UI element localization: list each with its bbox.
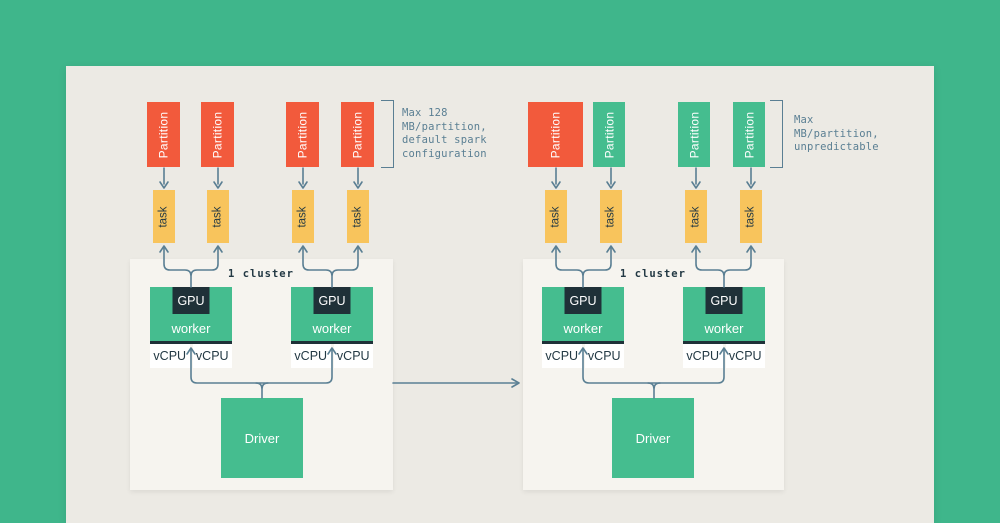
driver-label: Driver [635,430,671,446]
bracket-left-annotation [381,100,394,168]
worker-label: worker [312,321,352,336]
partition-label: Partition [295,111,310,158]
worker-body: GPU worker [683,287,765,344]
task-label: task [690,205,702,228]
partition-label: Partition [548,111,563,158]
cluster-label-left: 1 cluster [228,268,294,280]
vcpu-row: vCPU vCPU [291,344,373,368]
task-box: task [347,190,369,243]
gpu-chip: GPU [705,287,743,314]
driver-label: Driver [244,430,280,446]
partition-label: Partition [602,111,617,158]
partition-box: Partition [733,102,765,167]
gpu-chip: GPU [564,287,602,314]
task-label: task [550,205,562,228]
task-box: task [153,190,175,243]
partition-box: Partition [147,102,180,167]
vcpu-box: vCPU [542,344,582,368]
worker-box: GPU worker vCPU vCPU [683,287,765,368]
task-label: task [605,205,617,228]
gpu-chip: GPU [313,287,351,314]
vcpu-box: vCPU [192,344,232,368]
worker-box: GPU worker vCPU vCPU [542,287,624,368]
partition-label: Partition [210,111,225,158]
task-box: task [685,190,707,243]
partition-label: Partition [687,111,702,158]
task-box: task [545,190,567,243]
partition-box: Partition [678,102,710,167]
worker-body: GPU worker [542,287,624,344]
task-label: task [297,205,309,228]
worker-label: worker [704,321,744,336]
task-box: task [207,190,229,243]
task-label: task [352,205,364,228]
task-label: task [212,205,224,228]
partition-box: Partition [286,102,319,167]
gpu-label: GPU [710,293,738,308]
worker-body: GPU worker [150,287,232,344]
vcpu-box: vCPU [150,344,190,368]
worker-body: GPU worker [291,287,373,344]
partition-label: Partition [350,111,365,158]
annotation-left: Max 128 MB/partition, default spark conf… [402,107,487,160]
partition-box: Partition [341,102,374,167]
vcpu-row: vCPU vCPU [542,344,624,368]
vcpu-box: vCPU [584,344,624,368]
worker-label: worker [563,321,603,336]
vcpu-row: vCPU vCPU [150,344,232,368]
cluster-label-right: 1 cluster [620,268,686,280]
task-label: task [158,205,170,228]
task-box: task [292,190,314,243]
driver-box: Driver [612,398,694,478]
vcpu-box: vCPU [291,344,331,368]
task-box: task [600,190,622,243]
driver-box: Driver [221,398,303,478]
annotation-right: Max MB/partition, unpredictable [794,114,879,154]
worker-box: GPU worker vCPU vCPU [291,287,373,368]
gpu-label: GPU [569,293,597,308]
vcpu-row: vCPU vCPU [683,344,765,368]
gpu-label: GPU [318,293,346,308]
gpu-label: GPU [177,293,205,308]
worker-box: GPU worker vCPU vCPU [150,287,232,368]
partition-box: Partition [593,102,625,167]
vcpu-box: vCPU [333,344,373,368]
gpu-chip: GPU [172,287,210,314]
worker-label: worker [171,321,211,336]
partition-label: Partition [156,111,171,158]
vcpu-box: vCPU [725,344,765,368]
partition-box: Partition [201,102,234,167]
task-label: task [745,205,757,228]
task-box: task [740,190,762,243]
bracket-right-annotation [770,100,783,168]
partition-label: Partition [742,111,757,158]
vcpu-box: vCPU [683,344,723,368]
partition-box: Partition [528,102,583,167]
